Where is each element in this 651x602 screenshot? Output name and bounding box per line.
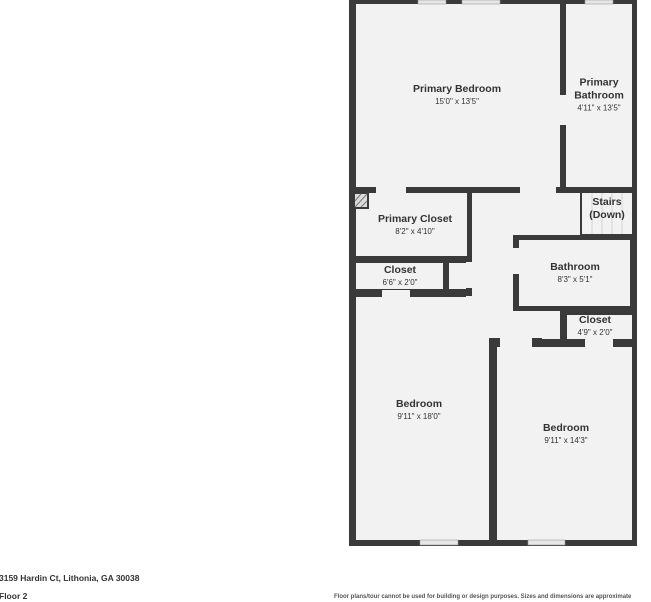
window xyxy=(527,539,566,546)
door xyxy=(466,296,472,328)
room-dims: 9'11" x 18'0" xyxy=(397,412,441,421)
door xyxy=(536,315,542,337)
window xyxy=(584,0,614,5)
room-primary-bedroom xyxy=(356,4,560,187)
label-bathroom: Bathroom 8'3" x 5'1" xyxy=(550,261,600,285)
room-name: Bathroom xyxy=(550,261,600,273)
room-bedroom-right xyxy=(497,347,632,540)
room-closet-right xyxy=(567,315,632,339)
room-name: Primary Closet xyxy=(377,213,453,225)
room-primary-closet xyxy=(356,193,467,256)
room-name: Bedroom xyxy=(542,422,590,434)
room-name: Bedroom xyxy=(395,398,443,410)
room-stairs xyxy=(582,193,632,234)
label-closet-left: Closet 6'6" x 2'0" xyxy=(383,264,418,288)
label-closet-right: Closet 4'9" x 2'0" xyxy=(578,314,613,338)
disclaimer: Floor plans/tour cannot be used for buil… xyxy=(334,594,632,600)
room-primary-bathroom xyxy=(566,4,632,187)
window xyxy=(419,539,459,546)
door xyxy=(585,339,613,347)
linen-nook xyxy=(449,263,466,289)
door xyxy=(513,248,519,274)
window xyxy=(461,0,501,5)
window xyxy=(417,0,447,5)
door xyxy=(520,187,556,193)
room-name: Closet xyxy=(578,314,612,326)
door xyxy=(376,187,406,193)
label-primary-bedroom: Primary Bedroom 15'0" x 13'5" xyxy=(413,83,501,107)
room-dims: 4'11" x 13'5" xyxy=(577,103,621,113)
room-dims: 8'3" x 5'1" xyxy=(557,275,593,284)
linen-nook xyxy=(542,315,560,339)
address: 3159 Hardin Ct, Lithonia, GA 30038 xyxy=(0,573,140,583)
door xyxy=(382,290,410,297)
door xyxy=(560,95,566,125)
label-primary-closet: Primary Closet 8'2" x 4'10" xyxy=(378,213,452,237)
door xyxy=(500,338,532,347)
stairs-treads xyxy=(591,193,623,234)
room-dims: 9'11" x 14'3" xyxy=(544,436,588,445)
room-bedroom-left xyxy=(356,297,489,540)
room-name: Primary Bedroom xyxy=(412,83,502,95)
label-stairs: Stairs (Down) xyxy=(583,196,631,222)
label-bedroom-right: Bedroom 9'11" x 14'3" xyxy=(543,422,589,446)
room-dims: 15'0" x 13'5" xyxy=(435,97,479,106)
label-bedroom-left: Bedroom 9'11" x 18'0" xyxy=(396,398,442,422)
room-dims: 8'2" x 4'10" xyxy=(395,227,435,236)
room-name: Primary Bathroom xyxy=(574,76,624,102)
room-closet-left xyxy=(356,263,443,289)
chimney-hatch xyxy=(353,192,369,209)
room-name: Closet xyxy=(383,264,417,276)
door xyxy=(466,262,472,288)
room-dims: 4'9" x 2'0" xyxy=(577,328,613,337)
room-name: Stairs (Down) xyxy=(589,196,625,221)
floor-label: Floor 2 xyxy=(0,591,28,601)
room-dims: 6'6" x 2'0" xyxy=(382,278,418,287)
room-bathroom xyxy=(519,240,630,306)
